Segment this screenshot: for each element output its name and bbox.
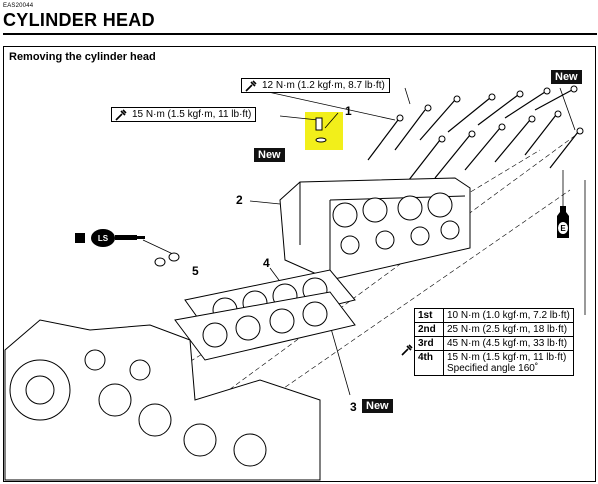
torque-spec-top: 12 N·m (1.2 kgf·m, 8.7 lb·ft) bbox=[241, 78, 390, 93]
step-value: 15 N·m (1.5 kgf·m, 11 lb·ft) Specified a… bbox=[443, 350, 574, 376]
highlight-marker bbox=[305, 112, 343, 150]
oil-mark-label: E bbox=[560, 224, 566, 233]
table-row: 4th 15 N·m (1.5 kgf·m, 11 lb·ft) Specifi… bbox=[400, 350, 574, 376]
step-value: 10 N·m (1.0 kgf·m, 7.2 lb·ft) bbox=[443, 308, 574, 323]
new-tag-part-1: New bbox=[254, 148, 285, 162]
illustration-frame bbox=[3, 46, 596, 482]
torque-sequence-table: 1st 10 N·m (1.0 kgf·m, 7.2 lb·ft) 2nd 25… bbox=[400, 308, 574, 376]
title-divider bbox=[3, 33, 597, 35]
table-row: 1st 10 N·m (1.0 kgf·m, 7.2 lb·ft) bbox=[400, 308, 574, 376]
table-row: 2nd 25 N·m (2.5 kgf·m, 18 lb·ft) bbox=[400, 322, 574, 337]
callout-1: 1 bbox=[345, 104, 352, 118]
wrench-icon bbox=[401, 343, 413, 359]
new-tag-part-3: New bbox=[362, 399, 393, 413]
step-value: 25 N·m (2.5 kgf·m, 18 lb·ft) bbox=[443, 322, 574, 337]
wrench-icon bbox=[245, 80, 257, 95]
step-value-angle: Specified angle 160˚ bbox=[447, 363, 539, 374]
table-wrench-cell bbox=[400, 308, 415, 376]
new-tag-bolts: New bbox=[551, 70, 582, 84]
torque-spec-left: 15 N·m (1.5 kgf·m, 11 lb·ft) bbox=[111, 107, 257, 124]
step-label: 2nd bbox=[414, 322, 444, 337]
page-title: CYLINDER HEAD bbox=[3, 10, 155, 30]
callout-2: 2 bbox=[236, 193, 243, 207]
table-row: 3rd 45 N·m (4.5 kgf·m, 33 lb·ft) bbox=[400, 336, 574, 351]
step-value: 45 N·m (4.5 kgf·m, 33 lb·ft) bbox=[443, 336, 574, 351]
callout-4: 4 bbox=[263, 256, 270, 270]
callout-5: 5 bbox=[192, 264, 199, 278]
step-value-torque: 15 N·m (1.5 kgf·m, 11 lb·ft) bbox=[447, 352, 567, 363]
section-heading: Removing the cylinder head bbox=[9, 51, 156, 63]
oil-can-icon: E bbox=[557, 206, 569, 238]
grease-gun-icon: LS bbox=[75, 229, 145, 247]
step-label: 3rd bbox=[414, 336, 444, 351]
torque-spec-top-text: 12 N·m (1.2 kgf·m, 8.7 lb·ft) bbox=[262, 80, 385, 91]
grease-mark-label: LS bbox=[98, 234, 109, 243]
callout-3: 3 bbox=[350, 400, 357, 414]
step-label: 4th bbox=[414, 350, 444, 376]
wrench-icon bbox=[115, 109, 127, 124]
document-code: EAS20044 bbox=[3, 3, 34, 9]
step-label: 1st bbox=[414, 308, 444, 323]
torque-spec-left-text: 15 N·m (1.5 kgf·m, 11 lb·ft) bbox=[132, 109, 252, 120]
